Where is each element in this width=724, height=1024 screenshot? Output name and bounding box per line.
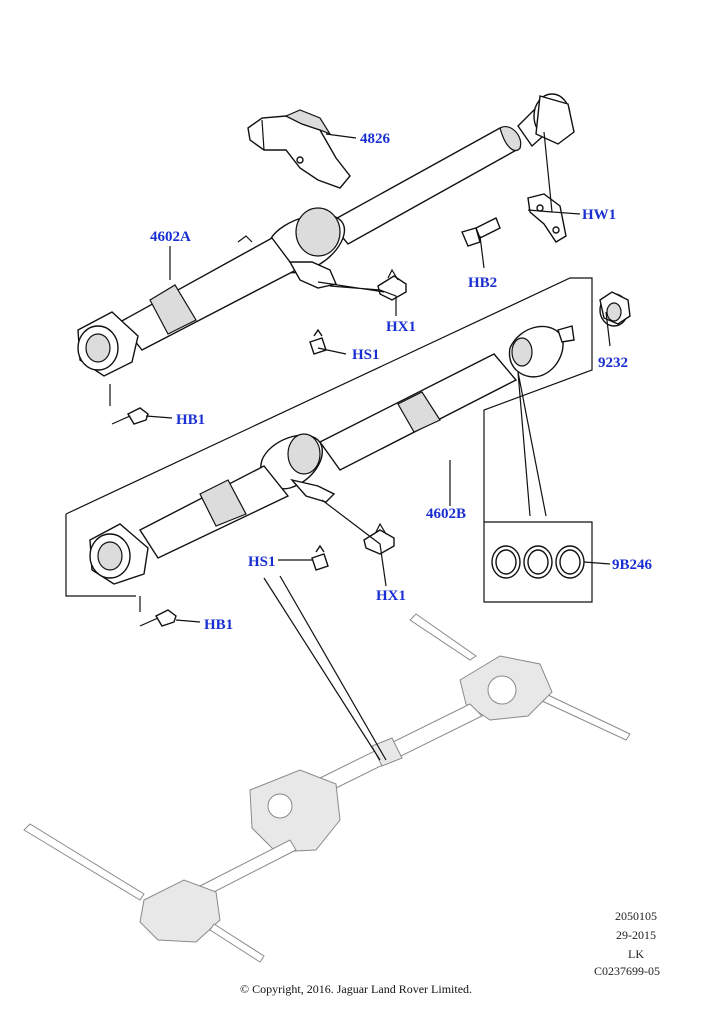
bolt-hb2[interactable] bbox=[461, 217, 501, 247]
oring-kit-9b246[interactable] bbox=[491, 545, 585, 579]
propshaft-4602b[interactable] bbox=[89, 325, 575, 585]
callout-9232[interactable]: 9232 bbox=[598, 355, 628, 371]
ref-line-3: LK bbox=[628, 947, 644, 961]
callout-4826[interactable]: 4826 bbox=[360, 131, 391, 147]
callout-9b246[interactable]: 9B246 bbox=[612, 557, 653, 573]
callout-hs1-bottom[interactable]: HS1 bbox=[248, 554, 276, 570]
bolt-hb1-top[interactable] bbox=[111, 407, 149, 425]
propshaft-4602a[interactable] bbox=[77, 93, 575, 377]
callout-hx1-top[interactable]: HX1 bbox=[386, 319, 416, 335]
callout-hb2[interactable]: HB2 bbox=[468, 275, 497, 291]
lower-assembly-frame bbox=[65, 277, 593, 603]
callout-hw1[interactable]: HW1 bbox=[582, 207, 616, 223]
retainer-plate-hw1[interactable] bbox=[527, 193, 567, 243]
ref-line-2: 29-2015 bbox=[616, 928, 656, 942]
copyright-notice: © Copyright, 2016. Jaguar Land Rover Lim… bbox=[240, 982, 472, 996]
callout-4602a[interactable]: 4602A bbox=[150, 229, 191, 245]
callout-hx1-bottom[interactable]: HX1 bbox=[376, 588, 406, 604]
ref-line-1: 2050105 bbox=[615, 909, 657, 923]
insulator-9232[interactable] bbox=[599, 291, 631, 327]
callout-hs1-top[interactable]: HS1 bbox=[352, 347, 380, 363]
crossmember-bracket-4826[interactable] bbox=[247, 109, 351, 189]
nut-hx1-bottom[interactable] bbox=[363, 522, 395, 555]
callout-4602b[interactable]: 4602B bbox=[426, 506, 466, 522]
ref-line-4: C0237699-05 bbox=[594, 964, 660, 978]
nut-hx1-top[interactable] bbox=[377, 268, 407, 301]
drivetrain-overview bbox=[23, 613, 631, 963]
screw-hs1-bottom[interactable] bbox=[311, 544, 329, 571]
callout-hb1-top[interactable]: HB1 bbox=[176, 412, 205, 428]
screw-hs1-top[interactable] bbox=[309, 328, 327, 355]
callout-hb1-bottom[interactable]: HB1 bbox=[204, 617, 233, 633]
bolt-hb1-bottom[interactable] bbox=[139, 609, 177, 627]
leader-lines bbox=[109, 131, 611, 761]
